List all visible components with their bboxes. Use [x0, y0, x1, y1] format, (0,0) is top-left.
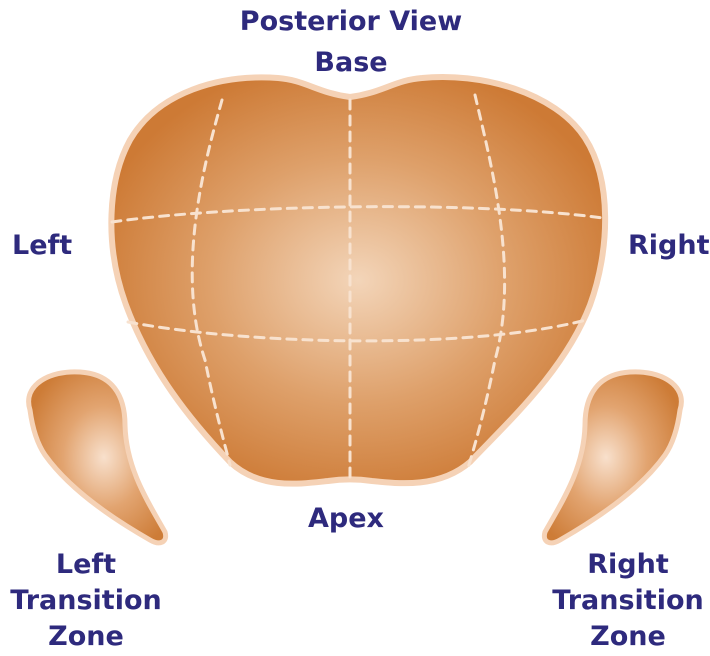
left-transition-zone-shape — [29, 372, 166, 543]
right-label: Right — [628, 232, 710, 259]
right-transition-zone-label: Right Transition Zone — [552, 547, 703, 655]
base-label: Base — [314, 49, 387, 76]
title-label: Posterior View — [240, 8, 462, 35]
left-transition-zone-label: Left Transition Zone — [10, 547, 161, 655]
prostate-gland — [111, 77, 605, 484]
left-label: Left — [12, 232, 72, 259]
apex-label: Apex — [308, 505, 384, 532]
right-transition-zone-shape — [544, 372, 681, 543]
